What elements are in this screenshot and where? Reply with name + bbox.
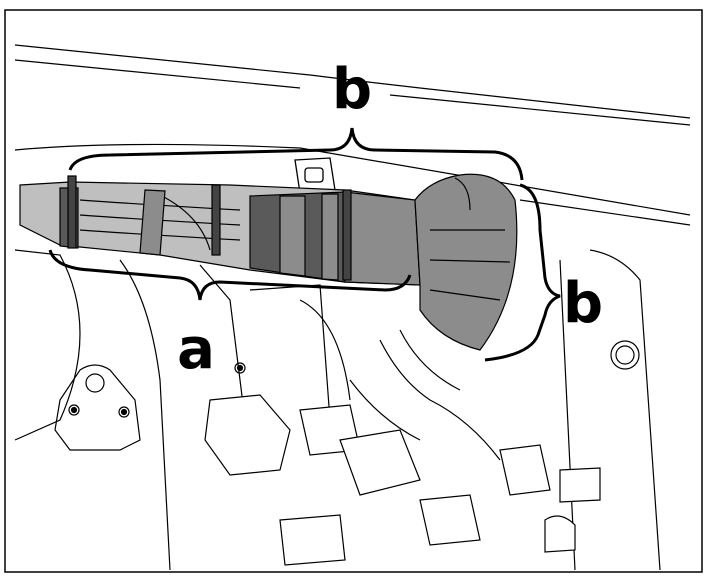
label-bottom-a: a xyxy=(177,317,215,382)
brace-top-b xyxy=(68,127,524,181)
harness-main-section xyxy=(19,175,421,286)
label-right-b: b xyxy=(563,271,603,336)
brace-bottom-a xyxy=(48,249,412,301)
mounting-bracket xyxy=(54,340,640,451)
harness-curved-section xyxy=(414,173,518,351)
brace-right-b xyxy=(484,183,561,362)
lower-connectors xyxy=(204,329,601,566)
label-top-b: b xyxy=(332,57,372,122)
body-panel-lines xyxy=(14,44,691,571)
